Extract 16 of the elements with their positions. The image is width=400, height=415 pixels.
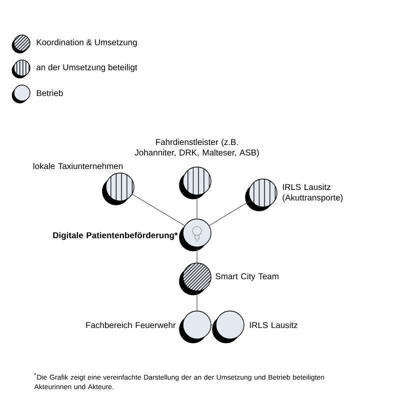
node-label: Digitale Patientenbeförderung* [53, 232, 178, 240]
connector-line [208, 200, 252, 226]
connector-line [196, 246, 198, 264]
legend-text: Koordination & Umsetzung [36, 39, 137, 47]
node-label: Fachbereich Feuerwehr [86, 322, 176, 328]
node-label: lokale Taxiunternehmen [33, 162, 123, 170]
legend-text: Betrieb [36, 90, 63, 96]
node-label: IRLS Lausitz (Akuttransporte) [282, 184, 343, 202]
connector-line [210, 324, 216, 326]
connector-line [132, 194, 186, 226]
node-label: Fahrdienstleister (z.B. Johanniter, DRK, Malteser, ASB) [134, 138, 259, 158]
connector-line [196, 194, 198, 220]
connector-line [196, 290, 198, 312]
legend-text: an der Umsetzung beteiligt [36, 64, 138, 72]
node-label: Smart City Team [216, 273, 278, 281]
node-label: IRLS Lausitz [250, 322, 298, 328]
